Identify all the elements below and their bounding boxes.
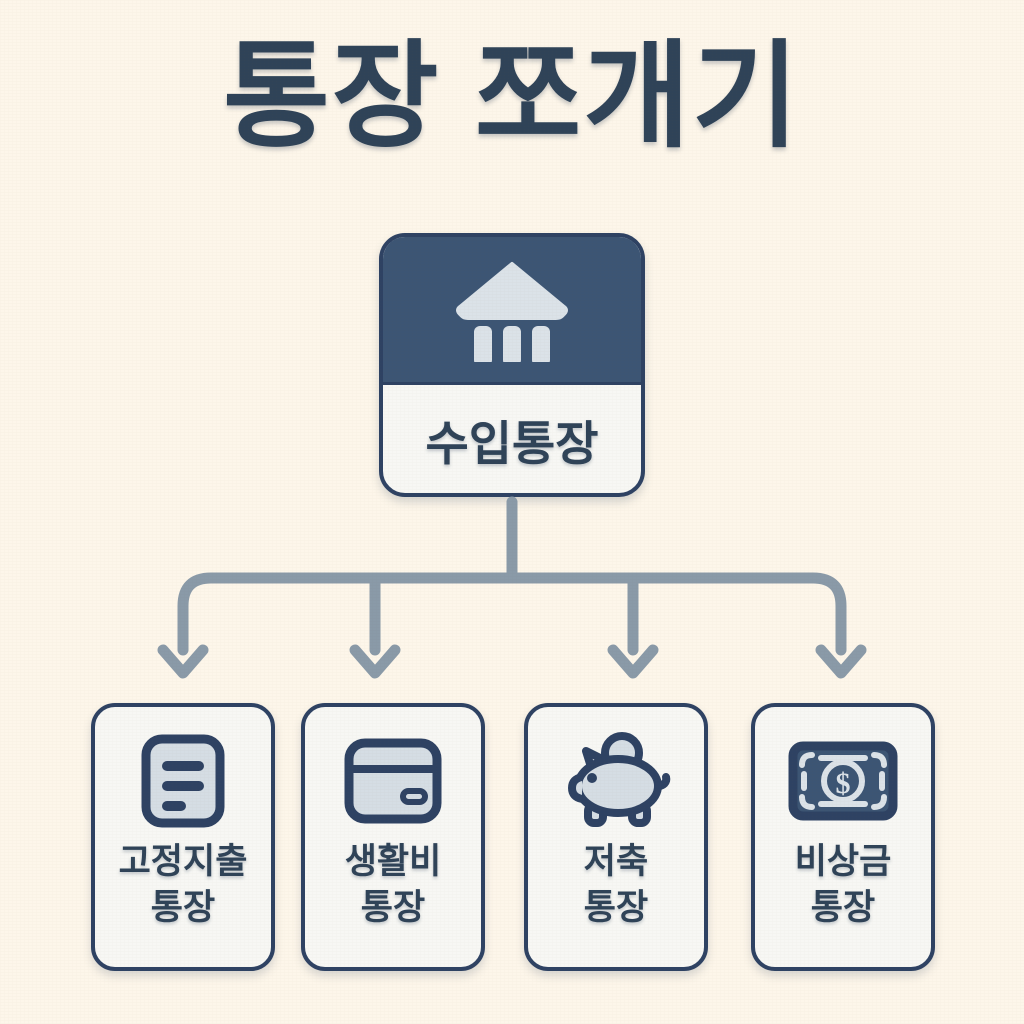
bank-building-icon [456,261,568,362]
account-card-fixed-expense[interactable]: 고정지출 통장 [91,703,275,971]
root-account-card[interactable]: 수입통장 [379,233,645,497]
arrowhead-4 [815,644,867,679]
branch-connector [157,496,867,679]
card-label: 저축 통장 [583,842,649,927]
arrowhead-3 [607,644,659,679]
card-icon-area [305,725,481,837]
wallet-card-icon [344,738,442,824]
card-label: 생활비 통장 [344,842,442,927]
account-card-emergency-fund[interactable]: $ 비상금 통장 [751,703,935,971]
arrowhead-2 [349,644,401,679]
account-card-living-expense[interactable]: 생활비 통장 [301,703,485,971]
piggy-bank-icon [568,732,671,827]
card-icon-area [528,725,704,837]
card-icon-area [95,725,271,837]
arrowhead-1 [157,644,209,679]
svg-text:$: $ [836,767,851,800]
root-card-icon-area [383,237,641,385]
root-card-label-area: 수입통장 [383,385,641,493]
banknote-dollar-icon: $ [788,741,898,821]
card-label: 비상금 통장 [794,842,892,927]
document-lines-icon [141,734,225,828]
page-title: 통장 쪼개기 [223,31,801,161]
card-icon-area: $ [755,725,931,837]
card-label: 고정지출 통장 [118,842,248,927]
connector-bus [177,572,847,656]
account-card-savings[interactable]: 저축 통장 [524,703,708,971]
root-card-label: 수입통장 [425,416,599,470]
